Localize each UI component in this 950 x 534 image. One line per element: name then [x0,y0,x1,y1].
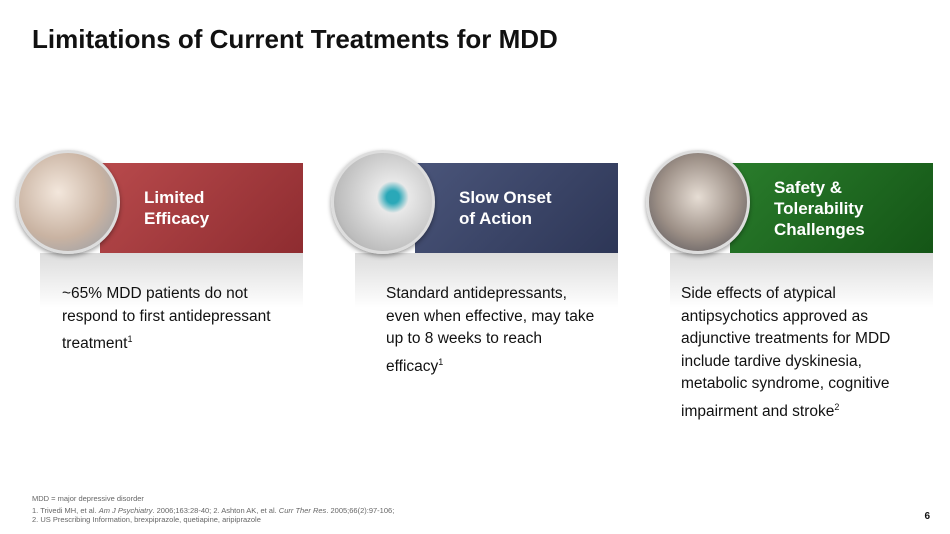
abbreviation-note: MDD = major depressive disorder [32,494,144,503]
card-banner: Slow Onset of Action [415,163,618,253]
card-heading: Limited [144,188,205,207]
card-heading: Challenges [774,219,865,239]
card-text: ~65% MDD patients do not respond to firs… [62,285,271,353]
card-heading: Slow Onset [459,188,552,207]
page-title: Limitations of Current Treatments for MD… [32,24,558,54]
card-heading: Safety & [774,177,843,197]
card-text: Side effects of atypical antipsychotics … [681,285,891,420]
reference-line: 1. Trivedi MH, et al. Am J Psychiatry. 2… [32,506,395,515]
card-shadow [670,253,933,308]
card-shadow [355,253,618,308]
hourglass-photo [331,150,435,254]
card-shadow [40,253,303,308]
card-heading: of Action [459,209,533,228]
reference-line: 2. US Prescribing Information, brexpipra… [32,515,261,524]
doctor-prescription-photo [16,150,120,254]
page-number: 6 [924,511,930,522]
card-text: Standard antidepressants, even when effe… [386,285,595,375]
card-slow-onset: Slow Onset of Action [331,150,653,308]
patient-photo [646,150,750,254]
card-heading: Tolerability [774,198,864,218]
card-heading: Efficacy [144,209,210,228]
